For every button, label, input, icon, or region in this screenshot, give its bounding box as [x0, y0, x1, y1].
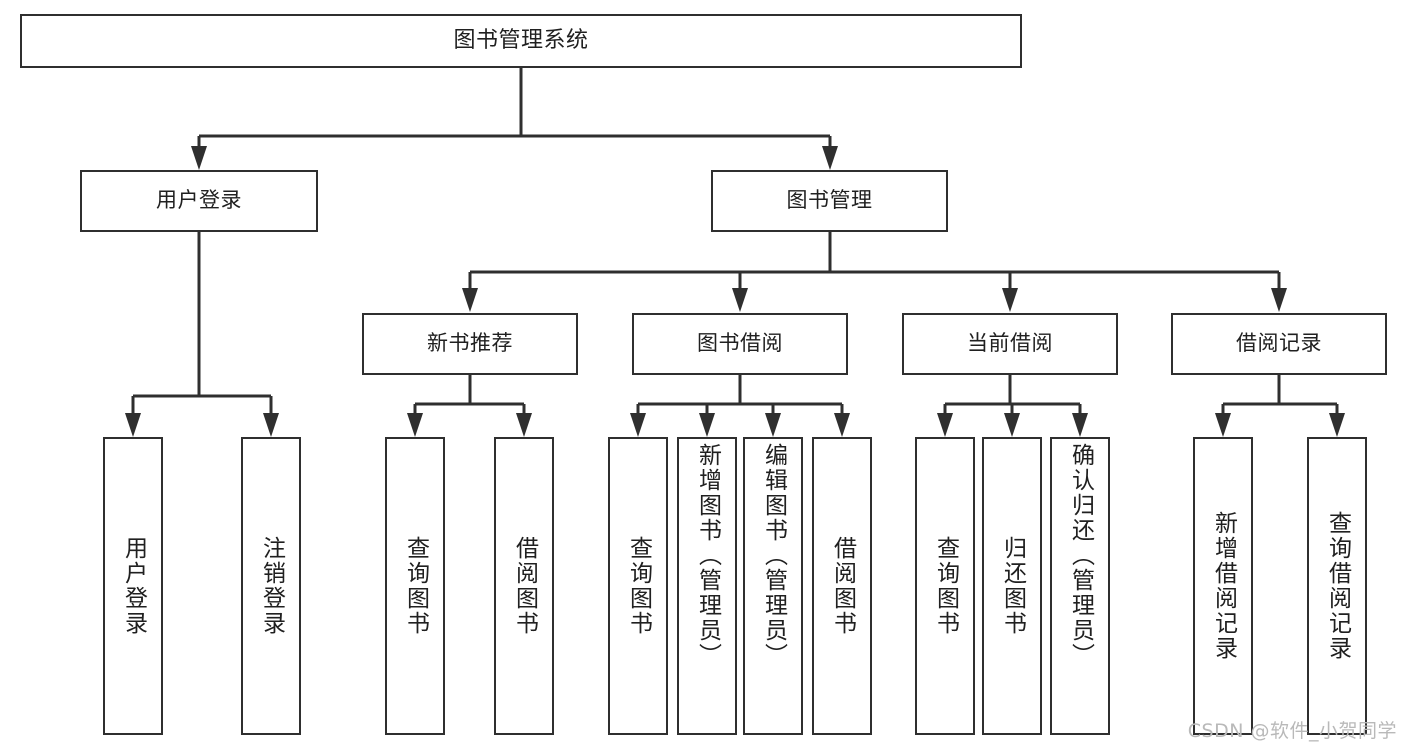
- node-label: 新增借阅记录: [1210, 511, 1237, 661]
- node-label: 确认归还（管理员）: [1067, 443, 1094, 668]
- leaf-user-login-logout[interactable]: 注销登录: [241, 437, 301, 735]
- node-label: 用户登录: [120, 536, 147, 636]
- node-label: 注销登录: [258, 536, 285, 636]
- node-label: 新书推荐: [427, 331, 513, 356]
- node-user-login[interactable]: 用户登录: [80, 170, 318, 232]
- node-borrow-record[interactable]: 借阅记录: [1171, 313, 1387, 375]
- edge-root-to-level2: [191, 68, 838, 170]
- node-book-management[interactable]: 图书管理: [711, 170, 948, 232]
- node-label: 图书管理系统: [453, 27, 589, 53]
- leaf-book-borrow-borrow-book[interactable]: 借阅图书: [812, 437, 872, 735]
- leaf-borrow-record-add-record[interactable]: 新增借阅记录: [1193, 437, 1253, 735]
- node-current-borrow[interactable]: 当前借阅: [902, 313, 1118, 375]
- node-book-borrow[interactable]: 图书借阅: [632, 313, 848, 375]
- node-label: 借阅图书: [511, 536, 538, 636]
- edge-borrowrecord-to-leaves: [1215, 375, 1345, 437]
- edge-newbook-to-leaves: [407, 375, 532, 437]
- csdn-watermark: CSDN @软件_小贺同学: [1187, 720, 1397, 742]
- node-label: 图书管理: [786, 188, 873, 213]
- edge-bookmgmt-to-level3: [462, 232, 1287, 312]
- node-label: 用户登录: [156, 188, 242, 213]
- leaf-user-login-login[interactable]: 用户登录: [103, 437, 163, 735]
- node-label: 借阅图书: [829, 536, 856, 636]
- leaf-current-borrow-return-book[interactable]: 归还图书: [982, 437, 1042, 735]
- node-label: 新增图书（管理员）: [694, 443, 721, 668]
- leaf-book-borrow-query-book[interactable]: 查询图书: [608, 437, 668, 735]
- leaf-new-book-query-book[interactable]: 查询图书: [385, 437, 445, 735]
- node-label: 归还图书: [999, 536, 1026, 636]
- leaf-current-borrow-confirm-return-admin[interactable]: 确认归还（管理员）: [1050, 437, 1110, 735]
- leaf-book-borrow-add-book-admin[interactable]: 新增图书（管理员）: [677, 437, 737, 735]
- leaf-book-borrow-edit-book-admin[interactable]: 编辑图书（管理员）: [743, 437, 803, 735]
- edge-bookborrow-to-leaves: [630, 375, 850, 437]
- leaf-current-borrow-query-book[interactable]: 查询图书: [915, 437, 975, 735]
- leaf-new-book-borrow-book[interactable]: 借阅图书: [494, 437, 554, 735]
- node-label: 当前借阅: [967, 331, 1053, 356]
- node-label: 查询图书: [402, 536, 429, 636]
- edge-currentborrow-to-leaves: [937, 375, 1088, 437]
- node-new-book-recommend[interactable]: 新书推荐: [362, 313, 578, 375]
- node-root-book-management-system[interactable]: 图书管理系统: [20, 14, 1022, 68]
- edge-userlogin-to-leaves: [125, 232, 279, 437]
- node-label: 查询图书: [932, 536, 959, 636]
- node-label: 查询图书: [625, 536, 652, 636]
- node-label: 查询借阅记录: [1324, 511, 1351, 661]
- node-label: 编辑图书（管理员）: [760, 443, 787, 668]
- leaf-borrow-record-query-record[interactable]: 查询借阅记录: [1307, 437, 1367, 735]
- node-label: 借阅记录: [1236, 331, 1322, 356]
- node-label: 图书借阅: [697, 331, 783, 356]
